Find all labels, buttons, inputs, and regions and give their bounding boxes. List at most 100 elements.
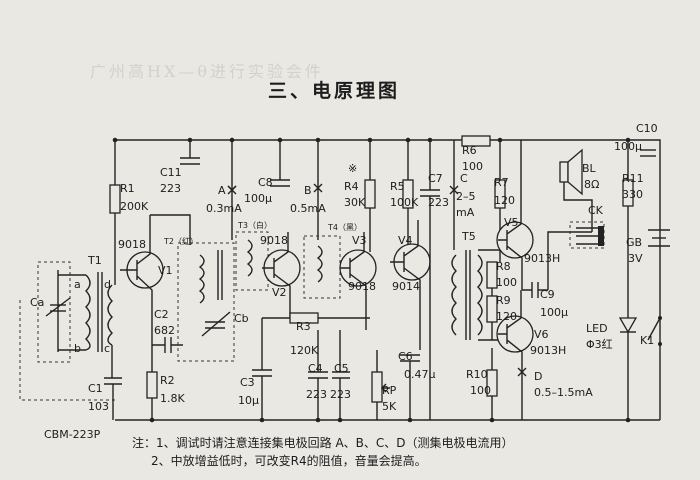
t1-primary-leads	[58, 274, 86, 351]
label-r10-value: 100	[470, 384, 491, 397]
a-break-mark	[227, 185, 237, 195]
label-gb-value: 3V	[628, 252, 643, 265]
label-c-current-1: 2–5	[456, 190, 476, 203]
antenna-box	[37, 261, 71, 363]
speaker-bl-body	[559, 161, 569, 183]
t3-coil	[246, 239, 253, 277]
label-r5: R5	[390, 180, 405, 193]
note-line-2: 2、中放增益低时，可改变R4的阻值，音量会提高。	[151, 454, 427, 468]
note-line-1: 注：1、调试时请注意连接集电极回路 A、B、C、D（测集电极电流用）	[132, 436, 514, 450]
label-v5: V5	[504, 216, 519, 229]
label-v4: V4	[398, 234, 413, 247]
label-c1-value: 103	[88, 400, 109, 413]
junction-dots	[112, 137, 631, 423]
r4-resistor	[364, 179, 376, 209]
t5-primary-coil	[451, 254, 457, 336]
label-c10: C10	[636, 122, 658, 135]
speaker-bl-cone	[567, 148, 583, 196]
label-c9-value: 100μ	[540, 306, 568, 319]
page-title: 三、电原理图	[268, 80, 401, 102]
label-r7: R7	[494, 176, 509, 189]
t5-secondary-leads	[478, 249, 500, 341]
label-r3-value: 120K	[290, 344, 319, 357]
label-gb: GB	[626, 236, 642, 249]
v4-leads	[390, 220, 421, 350]
label-c7: C7	[428, 172, 443, 185]
label-c8: C8	[258, 176, 273, 189]
label-r8-value: 100	[496, 276, 517, 289]
label-v6-type: 9013H	[530, 344, 566, 357]
label-k1: K1	[640, 334, 654, 347]
label-r1: R1	[120, 182, 135, 195]
label-c4: C4	[308, 362, 323, 375]
label-t5: T5	[461, 230, 476, 243]
k1-contact-bottom	[658, 342, 662, 346]
v2-leads	[262, 232, 291, 318]
label-led: LED	[586, 322, 608, 335]
speaker-leads	[547, 182, 593, 290]
label-c6: C6	[398, 350, 413, 363]
label-r1-value: 200K	[120, 200, 149, 213]
label-b-point: B	[304, 184, 312, 197]
label-v4-type: 9014	[392, 280, 420, 293]
component-labels: R1 200K C11 223 T1 a b c d Ca 9018 V1 T2…	[30, 122, 658, 441]
c4-c5-ground	[317, 378, 341, 420]
bleed-through-heading: 广州高HX—θ进行实验会件	[90, 62, 324, 81]
b-break-mark	[313, 183, 323, 193]
t2-coil	[198, 254, 205, 304]
label-c3-value: 10μ	[238, 394, 259, 407]
label-t1-b: b	[74, 342, 81, 355]
label-c10-value: 100μ	[614, 140, 642, 153]
label-ca: Ca	[30, 296, 44, 309]
label-led-value: Φ3红	[586, 338, 613, 351]
v1-leads	[120, 215, 153, 372]
label-c-current-2: mA	[456, 206, 475, 219]
t1-secondary-coil	[107, 284, 113, 346]
right-supply-wire	[628, 139, 661, 420]
v5-leads	[498, 140, 523, 290]
label-b-current: 0.5mA	[290, 202, 326, 215]
label-r9: R9	[496, 294, 511, 307]
label-r9-value: 120	[496, 310, 517, 323]
k1-switch-lever[interactable]	[647, 317, 661, 341]
label-v6: V6	[534, 328, 549, 341]
label-c5: C5	[334, 362, 349, 375]
label-t1-c: c	[104, 342, 110, 355]
ck-jack-contacts	[576, 227, 598, 245]
label-t2: T2（红）	[163, 236, 198, 246]
label-c2-value: 682	[154, 324, 175, 337]
label-c4-value: 223	[306, 388, 327, 401]
r6-resistor	[461, 135, 491, 147]
label-r10: R10	[466, 368, 488, 381]
label-r4: R4	[344, 180, 359, 193]
label-c11-value: 223	[160, 182, 181, 195]
label-d-point: D	[534, 370, 542, 383]
label-t1-a: a	[74, 278, 81, 291]
label-v1: V1	[158, 264, 173, 277]
label-r3: R3	[296, 320, 311, 333]
label-c-point: C	[460, 172, 468, 185]
label-v2: V2	[272, 286, 287, 299]
t4-if-coil-box	[303, 235, 341, 299]
label-r2-value: 1.8K	[160, 392, 185, 405]
r3-resistor	[289, 312, 319, 324]
label-v3: V3	[352, 234, 367, 247]
label-d-current: 0.5–1.5mA	[534, 386, 593, 399]
label-t4: T4（黑）	[327, 223, 362, 232]
label-r11: R11	[622, 172, 644, 185]
label-r6-value: 100	[462, 160, 483, 173]
label-r7-value: 120	[494, 194, 515, 207]
label-c1: C1	[88, 382, 103, 395]
label-v1-type: 9018	[118, 238, 146, 251]
label-c7-value: 223	[428, 196, 449, 209]
label-t1: T1	[87, 254, 102, 267]
k1-contact-top	[658, 316, 662, 320]
label-rp: RP	[382, 384, 397, 397]
label-t3: T3（白）	[237, 220, 272, 230]
label-bl-value: 8Ω	[584, 178, 599, 191]
label-v2-type: 9018	[260, 234, 288, 247]
rp-wiper	[381, 383, 390, 393]
t5-core	[465, 250, 471, 340]
label-r4-mark: ※	[348, 162, 357, 175]
